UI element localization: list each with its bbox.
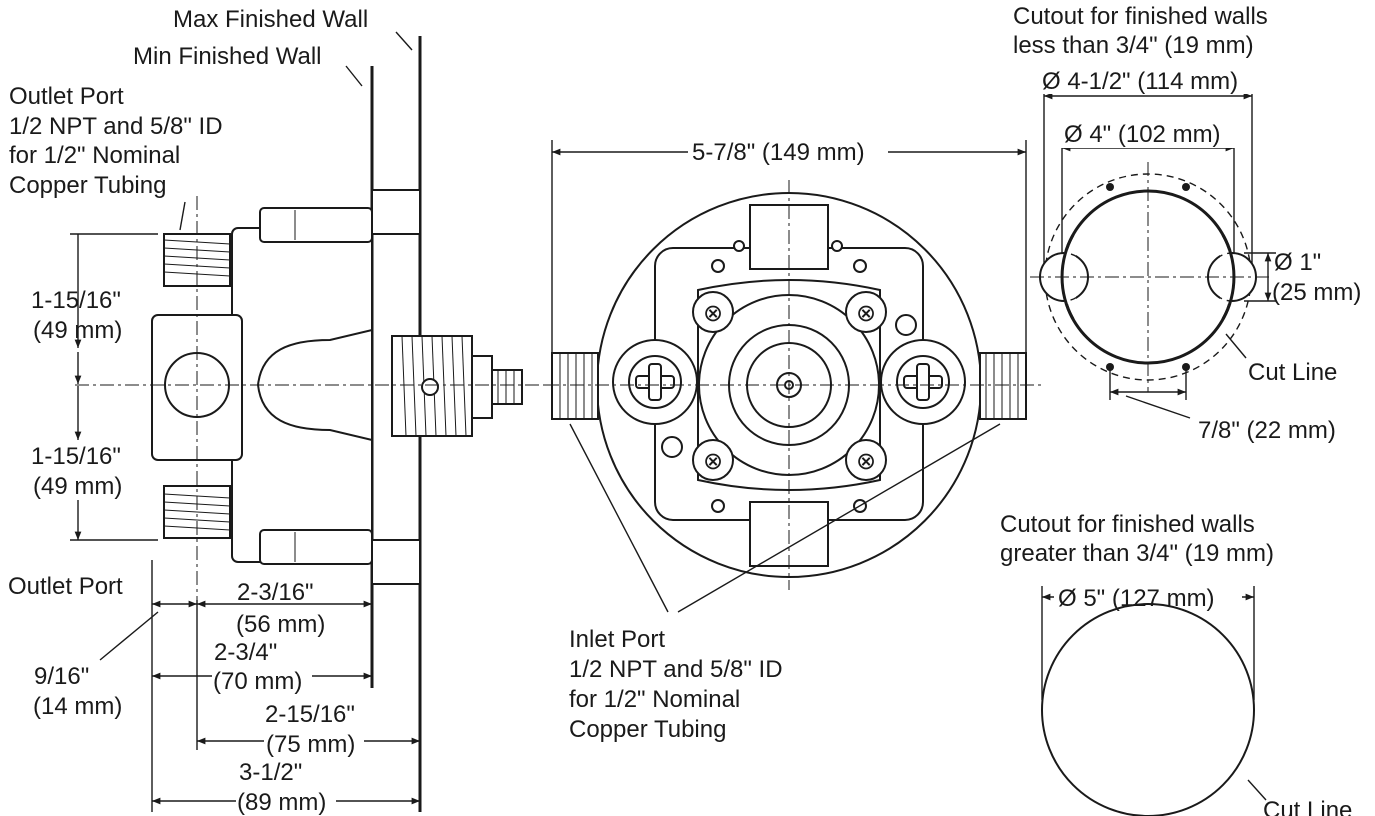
outlet-port-bottom-label: Outlet Port bbox=[8, 573, 123, 600]
cut-line-label-small: Cut Line bbox=[1248, 359, 1337, 386]
large-dia-label: Ø 5" (127 mm) bbox=[1058, 585, 1215, 612]
dim-3-1-2-label-2: (89 mm) bbox=[237, 789, 326, 816]
dim-9-16-label-2: (14 mm) bbox=[33, 693, 122, 720]
outlet-port-top-label-2: 1/2 NPT and 5/8" ID bbox=[9, 113, 223, 140]
hole-dia-label-2: (25 mm) bbox=[1272, 279, 1361, 306]
cutout-large bbox=[1041, 583, 1267, 816]
inlet-port-right bbox=[979, 352, 1027, 420]
inlet-port-left bbox=[551, 352, 599, 420]
outlet-port-top-label-3: for 1/2" Nominal bbox=[9, 142, 180, 169]
inlet-port-label-4: Copper Tubing bbox=[569, 716, 726, 743]
front-view: ⊗ ⊗ ⊗ ⊗ bbox=[545, 140, 1045, 613]
min-finished-wall-label: Min Finished Wall bbox=[133, 43, 322, 70]
dim-lower-label-2: (49 mm) bbox=[33, 473, 122, 500]
stop-left bbox=[612, 339, 698, 425]
hole-dia-label-1: Ø 1" bbox=[1274, 249, 1321, 276]
dim-2-3-16-label-1: 2-3/16" bbox=[237, 579, 314, 606]
dim-upper-label-2: (49 mm) bbox=[33, 317, 122, 344]
dim-9-16-label-1: 9/16" bbox=[34, 663, 89, 690]
inner-dia-label: Ø 4" (102 mm) bbox=[1064, 121, 1221, 148]
dim-3-1-2-label-1: 3-1/2" bbox=[239, 759, 302, 786]
valve-body-side bbox=[151, 189, 523, 585]
screws: ⊗ ⊗ ⊗ ⊗ bbox=[692, 291, 887, 481]
svg-text:⊗: ⊗ bbox=[856, 300, 876, 327]
outlet-port-top-label-4: Copper Tubing bbox=[9, 172, 166, 199]
cutout-large-title-1: Cutout for finished walls bbox=[1000, 511, 1255, 538]
svg-text:⊗: ⊗ bbox=[703, 300, 723, 327]
outlet-port-top-label-1: Outlet Port bbox=[9, 83, 124, 110]
side-view bbox=[70, 31, 545, 812]
dim-2-15-16-label-2: (75 mm) bbox=[266, 731, 355, 758]
bonnet-threads bbox=[401, 335, 467, 437]
dim-lower-label-1: 1-15/16" bbox=[31, 443, 121, 470]
outer-dia-label: Ø 4-1/2" (114 mm) bbox=[1042, 68, 1238, 95]
front-width-label: 5-7/8" (149 mm) bbox=[692, 139, 865, 166]
cutout-large-title-2: greater than 3/4" (19 mm) bbox=[1000, 540, 1274, 567]
cutout-circle-5in bbox=[1041, 603, 1255, 816]
svg-text:⊗: ⊗ bbox=[703, 448, 723, 475]
inlet-port-label-1: Inlet Port bbox=[569, 626, 665, 653]
spacing-label: 7/8" (22 mm) bbox=[1198, 417, 1336, 444]
svg-text:⊗: ⊗ bbox=[856, 448, 876, 475]
cutout-small-title-2: less than 3/4" (19 mm) bbox=[1013, 32, 1254, 59]
dim-2-3-16-label-2: (56 mm) bbox=[236, 611, 325, 638]
dim-2-15-16-label-1: 2-15/16" bbox=[265, 701, 355, 728]
dim-upper-label-1: 1-15/16" bbox=[31, 287, 121, 314]
dim-2-3-4-label-2: (70 mm) bbox=[213, 668, 302, 695]
cutout-small-title-1: Cutout for finished walls bbox=[1013, 3, 1268, 30]
inlet-port-label-3: for 1/2" Nominal bbox=[569, 686, 740, 713]
stop-right bbox=[880, 339, 966, 425]
dim-2-3-4-label-1: 2-3/4" bbox=[214, 639, 277, 666]
cut-line-label-large: Cut Line bbox=[1263, 797, 1352, 816]
max-finished-wall-label: Max Finished Wall bbox=[173, 6, 368, 33]
inlet-port-label-2: 1/2 NPT and 5/8" ID bbox=[569, 656, 783, 683]
cutout-small bbox=[1030, 68, 1276, 419]
